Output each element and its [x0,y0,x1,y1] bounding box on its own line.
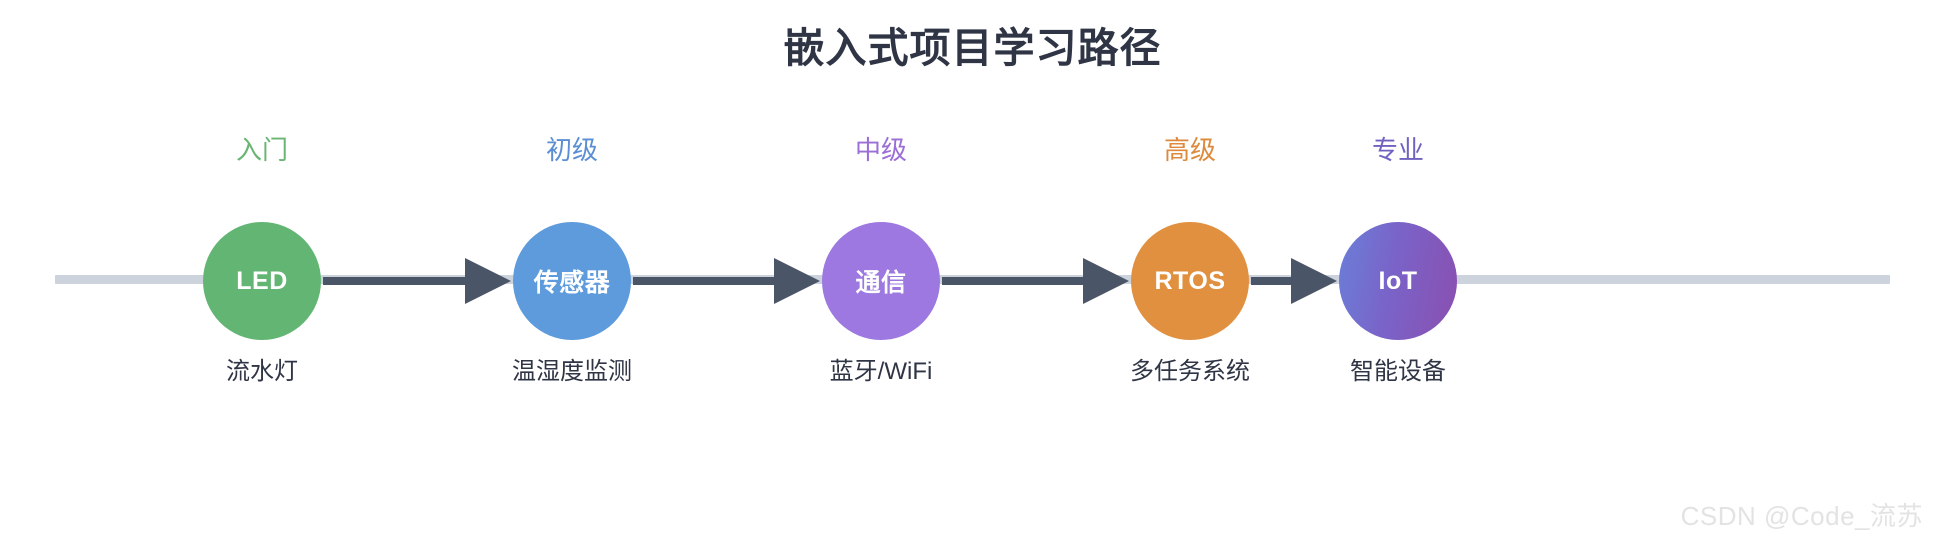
stage-label-led: 入门 [235,135,288,165]
stage-label-sensor: 初级 [545,135,598,165]
stage-label-iot: 专业 [1371,135,1424,165]
page-title: 嵌入式项目学习路径 [783,25,1162,71]
csdn-watermark: CSDN @Code_流苏 [1680,501,1923,531]
roadmap-baseline-track [55,275,1890,284]
roadmap-node-comm[interactable]: 中级通信蓝牙/WiFi [822,135,940,385]
roadmap-node-sensor[interactable]: 初级传感器温湿度监测 [512,135,632,385]
stage-label-rtos: 高级 [1163,135,1216,165]
roadmap-node-led[interactable]: 入门 LED 流水灯 [203,135,321,385]
node-sub-label-sensor: 温湿度监测 [512,358,632,385]
node-circle-comm[interactable]: 通信 [822,222,940,340]
node-circle-rtos[interactable]: RTOS [1131,222,1249,340]
node-circle-sensor[interactable]: 传感器 [513,222,631,340]
stage-label-comm: 中级 [854,135,907,165]
node-sub-label-comm: 蓝牙/WiFi [829,358,933,385]
roadmap-node-iot[interactable]: 专业 IoT 智能设备 [1339,135,1457,385]
node-circle-led[interactable]: LED [203,222,321,340]
node-circle-iot[interactable]: IoT [1339,222,1457,340]
node-sub-label-led: 流水灯 [226,358,298,385]
roadmap-node-rtos[interactable]: 高级 RTOS 多任务系统 [1130,135,1250,385]
node-sub-label-iot: 智能设备 [1350,358,1446,385]
node-sub-label-rtos: 多任务系统 [1130,358,1250,385]
